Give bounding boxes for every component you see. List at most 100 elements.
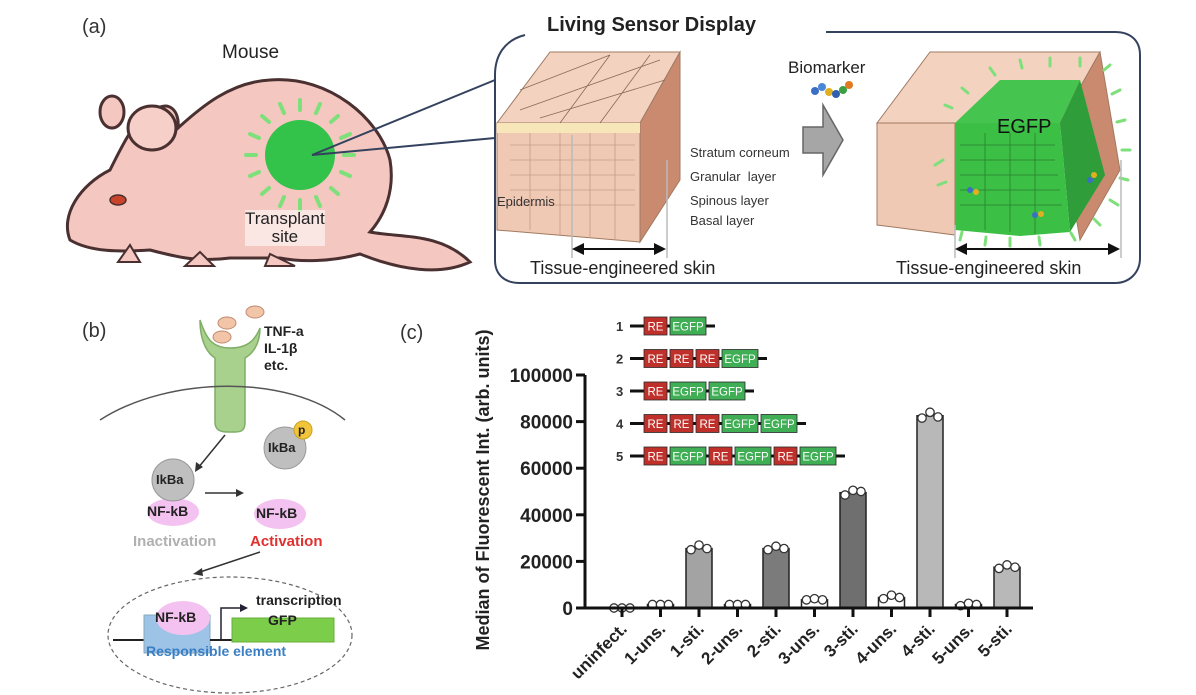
bars	[609, 407, 1021, 613]
living-sensor-display-title: Living Sensor Display	[541, 14, 762, 37]
egfp-block	[799, 446, 837, 466]
nucleus-outline	[107, 576, 353, 694]
egfp-block	[669, 316, 707, 336]
response-element-block	[708, 446, 733, 466]
replicate-point	[925, 407, 935, 418]
replicate-point	[694, 540, 704, 550]
response-element-block	[643, 381, 668, 401]
gfp-label: GFP	[268, 612, 297, 628]
construct-part-label: RE	[778, 452, 794, 464]
panel-c-label: (c)	[400, 322, 424, 344]
construct-part-label: EGFP	[711, 387, 743, 399]
replicate-point	[933, 412, 943, 422]
transplant-label-line2: site	[271, 227, 299, 246]
replicate-point	[848, 485, 858, 496]
replicate-point	[779, 543, 789, 554]
replicate-point	[702, 543, 712, 554]
replicate-point	[886, 590, 897, 601]
x-tick-label: 1-uns.	[620, 619, 669, 668]
x-tick-label: 5-uns.	[928, 619, 977, 668]
layer-basal: Basal layer	[690, 213, 755, 228]
construct-part-label: RE	[648, 419, 664, 431]
y-axis-label: Median of Fluorescent Int. (arb. units)	[473, 329, 493, 650]
gfp-gene-box	[231, 617, 335, 643]
y-tick-label: 100000	[510, 366, 573, 387]
transition-arrow-icon	[802, 102, 844, 178]
phospho-ikba-icon	[263, 426, 307, 470]
egfp-block	[721, 349, 759, 368]
living-sensor-frame	[494, 31, 1141, 284]
layer-granular: Granular layer	[690, 169, 776, 184]
nfkb-bound-icon	[147, 498, 199, 526]
transcription-label: transcription	[256, 592, 342, 608]
arrow-to-nucleus	[199, 551, 261, 573]
receptor-icon	[199, 319, 261, 433]
replicate-point	[809, 593, 820, 604]
dimension-arrow-right	[954, 160, 1122, 258]
replicate-point	[963, 598, 974, 609]
response-element-block	[643, 349, 668, 368]
replicate-point	[878, 593, 889, 604]
mouse-illustration	[65, 78, 473, 272]
replicate-point	[856, 486, 866, 497]
construct-part-label: EGFP	[724, 419, 756, 431]
callout-line-top	[311, 79, 496, 156]
egfp-block	[708, 381, 746, 401]
response-element-block	[669, 349, 694, 368]
bar-4-sti	[916, 415, 944, 609]
biomarker-molecule-icon	[811, 81, 853, 98]
construct-part-label: EGFP	[672, 322, 704, 334]
x-tick-label: 2-uns.	[697, 619, 746, 668]
nfkb-label-inactive: NF-kB	[147, 503, 189, 519]
bar-1-sti	[685, 547, 713, 609]
nfkb-label-active: NF-kB	[256, 505, 298, 521]
x-tick-label: 5-sti.	[974, 619, 1015, 660]
ikba-label: IkBa	[156, 472, 184, 487]
egfp-label: EGFP	[997, 116, 1052, 138]
ligand-list: TNF-a IL-1β etc.	[264, 323, 304, 374]
response-element-block	[773, 446, 798, 466]
cell-membrane	[99, 385, 346, 421]
y-tick-label: 60000	[520, 459, 573, 480]
y-tick-label: 20000	[520, 552, 573, 573]
layer-stratum-corneum: Stratum corneum	[690, 145, 790, 160]
mouse-title: Mouse	[222, 42, 280, 63]
replicate-point	[763, 544, 773, 555]
construct-part-label: RE	[648, 452, 664, 464]
callout-line-bottom	[311, 137, 496, 156]
skin-layer-list: Stratum corneum Granular layer Spinous l…	[690, 141, 790, 233]
y-tick-label: 0	[562, 599, 573, 620]
skin-label-right: Tissue-engineered skin	[896, 258, 1082, 278]
skin-block-right	[876, 50, 1132, 248]
egfp-block	[669, 446, 707, 466]
skin-label-left: Tissue-engineered skin	[530, 258, 716, 278]
ligand-il1b: IL-1β	[264, 340, 298, 356]
replicate-point	[801, 594, 812, 605]
nfkb-free-icon	[254, 499, 306, 529]
replicate-point	[817, 594, 828, 605]
phosphate-icon	[293, 420, 313, 440]
construct-part-label: RE	[713, 452, 729, 464]
construct-part-label: EGFP	[672, 387, 704, 399]
y-tick-label: 40000	[520, 506, 573, 527]
replicate-point	[686, 544, 696, 555]
construct-number: 4	[616, 417, 624, 432]
transplant-label-line1: Transplant	[245, 209, 325, 228]
construct-part-label: EGFP	[724, 354, 756, 366]
construct-part-label: RE	[700, 354, 716, 366]
construct-number: 1	[616, 319, 623, 334]
responsible-element-label: Responsible element	[146, 643, 287, 659]
nfkb-label-nuclear: NF-kB	[155, 609, 197, 625]
response-element-block	[643, 316, 668, 336]
panel-a-label: (a)	[82, 16, 107, 38]
construct-part-label: RE	[648, 387, 664, 399]
phosphate-label: p	[298, 423, 306, 437]
layer-spinous: Spinous layer	[690, 193, 769, 208]
bar-5-sti	[993, 566, 1021, 609]
